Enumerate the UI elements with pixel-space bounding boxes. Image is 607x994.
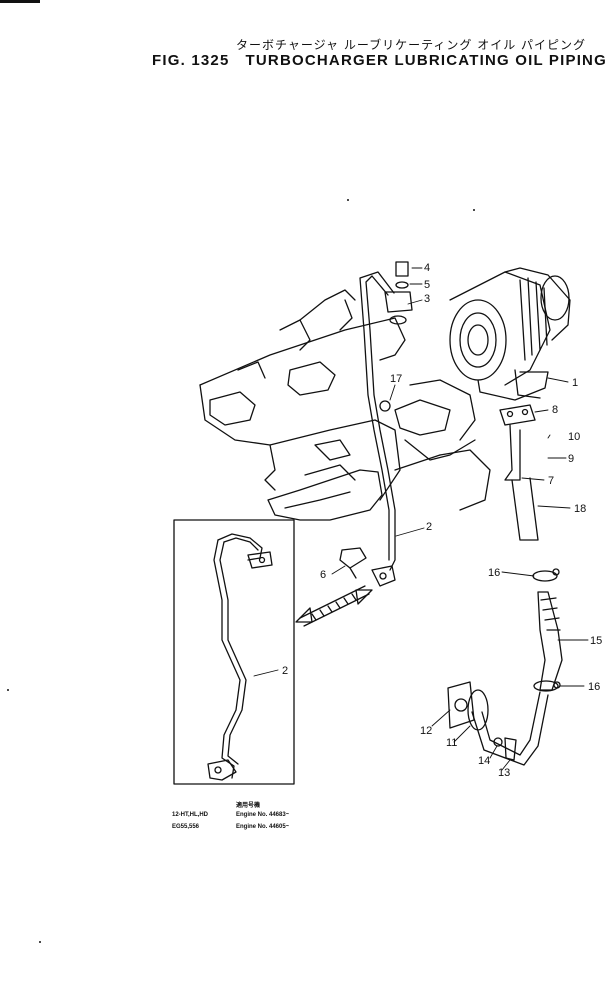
specks xyxy=(7,199,475,943)
elbow-pipe-11 xyxy=(467,689,549,766)
callout-9: 9 xyxy=(568,453,574,465)
callout-2: 2 xyxy=(426,521,432,533)
applicability-row-2: EG55,556 Engine No. 44605~ xyxy=(172,824,289,830)
callout-5: 5 xyxy=(424,279,430,291)
engine-no-2: Engine No. 44605~ xyxy=(236,824,290,830)
gasket-12 xyxy=(447,681,475,729)
callout-13: 13 xyxy=(498,767,510,779)
title-english: FIG. 1325 TURBOCHARGER LUBRICATING OIL PI… xyxy=(152,52,607,69)
drain-pipe-7 xyxy=(504,424,521,481)
callout-2-inset: 2 xyxy=(282,665,288,677)
callout-3: 3 xyxy=(424,293,430,305)
leader-lines xyxy=(253,267,589,771)
callout-6: 6 xyxy=(320,569,326,581)
turbocharger xyxy=(449,267,571,401)
gasket-8 xyxy=(499,404,536,426)
callout-8: 8 xyxy=(552,404,558,416)
figure-title: TURBOCHARGER LUBRICATING OIL PIPING xyxy=(245,52,607,69)
oil-feed-pipe-2 xyxy=(365,275,396,571)
washer-5 xyxy=(395,281,409,289)
callout-12: 12 xyxy=(420,725,432,737)
callout-14: 14 xyxy=(478,755,490,767)
model-1: 12-HT,HL,HD xyxy=(172,812,209,818)
title-japanese: ターボチャージャ ルーブリケーティング オイル パイピング xyxy=(236,38,587,52)
callout-16-lower: 16 xyxy=(588,681,600,693)
washer-14 xyxy=(493,737,503,747)
bolt-4 xyxy=(395,261,409,277)
engine-no-1: Engine No. 44683~ xyxy=(236,812,290,818)
hose-15 xyxy=(537,591,563,691)
clamp-16-lower xyxy=(533,680,561,692)
callout-4: 4 xyxy=(424,262,430,274)
callout-15: 15 xyxy=(590,635,602,647)
clamp-16-upper xyxy=(532,568,560,582)
pipe-2-lower-fitting xyxy=(371,565,396,587)
callout-16-upper: 16 xyxy=(488,567,500,579)
callout-18: 18 xyxy=(574,503,586,515)
callout-labels: 1 2 2 3 4 5 6 7 8 9 10 11 12 13 14 15 16… xyxy=(282,262,602,779)
clamp-17 xyxy=(379,400,391,412)
callout-1: 1 xyxy=(572,377,578,389)
figure-number: FIG. 1325 xyxy=(152,52,230,69)
model-2: EG55,556 xyxy=(172,824,200,830)
engine-manifold xyxy=(199,289,491,521)
callout-7: 7 xyxy=(548,475,554,487)
hose-18 xyxy=(511,477,539,541)
applicability-header: 適用号機 xyxy=(236,802,261,809)
corner-mark xyxy=(0,0,40,3)
bolt-13 xyxy=(504,737,517,761)
callout-17: 17 xyxy=(390,373,402,385)
detail-inset xyxy=(173,519,295,785)
detail-arrow xyxy=(295,585,373,627)
eye-bolt-3 xyxy=(384,291,413,325)
callout-10: 10 xyxy=(568,431,580,443)
connector-6 xyxy=(339,547,367,579)
applicability-row-1: 12-HT,HL,HD Engine No. 44683~ xyxy=(172,812,289,818)
callout-11: 11 xyxy=(446,737,457,749)
